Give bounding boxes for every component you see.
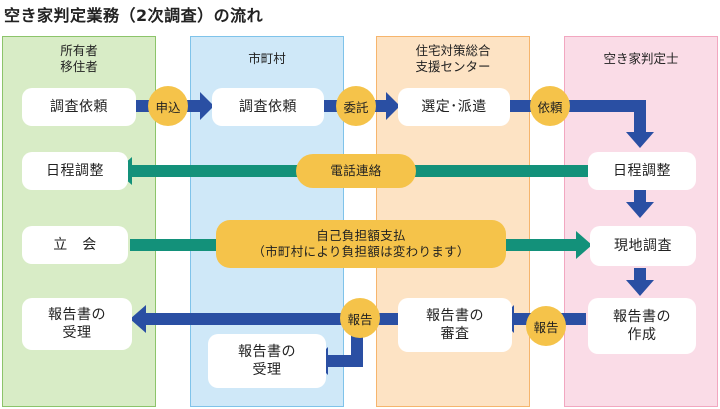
box-city-report: 報告書の 受理 (208, 334, 326, 388)
box-line: 報告書の (613, 309, 671, 325)
column-header-resident: 所有者 移住者 (3, 43, 155, 75)
box-resident-schedule: 日程調整 (22, 152, 128, 190)
box-judge-survey: 現地調査 (590, 226, 696, 266)
box-line: 受理 (62, 325, 92, 341)
box-center-select: 選定･派遣 (398, 88, 510, 126)
column-header-line: 移住者 (60, 59, 98, 74)
box-line: 報告書の (48, 307, 106, 323)
box-city-request: 調査依頼 (212, 88, 324, 126)
page-title: 空き家判定業務（2次調査）の流れ (4, 6, 264, 25)
box-resident-report: 報告書の 受理 (22, 298, 132, 350)
arrow-survey-to-create (626, 268, 654, 296)
box-center-review: 報告書の 審査 (398, 298, 512, 352)
column-header-center: 住宅対策総合 支援センター (377, 43, 529, 75)
column-header-line: 支援センター (415, 59, 491, 74)
column-header-line: 住宅対策総合 (415, 43, 491, 58)
box-line: 作成 (627, 327, 657, 343)
label-apply: 申込 (148, 86, 188, 126)
column-header-line: 市町村 (248, 51, 286, 66)
box-resident-attend: 立 会 (22, 226, 128, 264)
label-payment: 自己負担額支払 （市町村により負担額は変わります） (216, 220, 506, 268)
arrow-schedule-to-survey (626, 190, 654, 218)
box-judge-create: 報告書の 作成 (588, 298, 696, 354)
box-judge-schedule: 日程調整 (588, 152, 696, 190)
box-line: 報告書の (238, 344, 296, 360)
label-report-center: 報告 (340, 298, 380, 338)
column-header-city: 市町村 (191, 51, 343, 67)
box-line: 報告書の (426, 308, 484, 324)
box-resident-request: 調査依頼 (22, 88, 136, 126)
box-line: 審査 (440, 326, 470, 342)
label-request: 依頼 (530, 86, 570, 126)
column-header-line: 空き家判定士 (603, 51, 679, 66)
label-phone: 電話連絡 (296, 154, 416, 188)
column-header-judge: 空き家判定士 (565, 51, 717, 67)
column-header-line: 所有者 (60, 43, 98, 58)
payment-line: 自己負担額支払 (316, 228, 406, 243)
label-report-judge: 報告 (526, 306, 566, 346)
label-entrust: 委託 (336, 86, 376, 126)
box-line: 受理 (252, 362, 282, 378)
payment-line: （市町村により負担額は変わります） (252, 244, 470, 259)
